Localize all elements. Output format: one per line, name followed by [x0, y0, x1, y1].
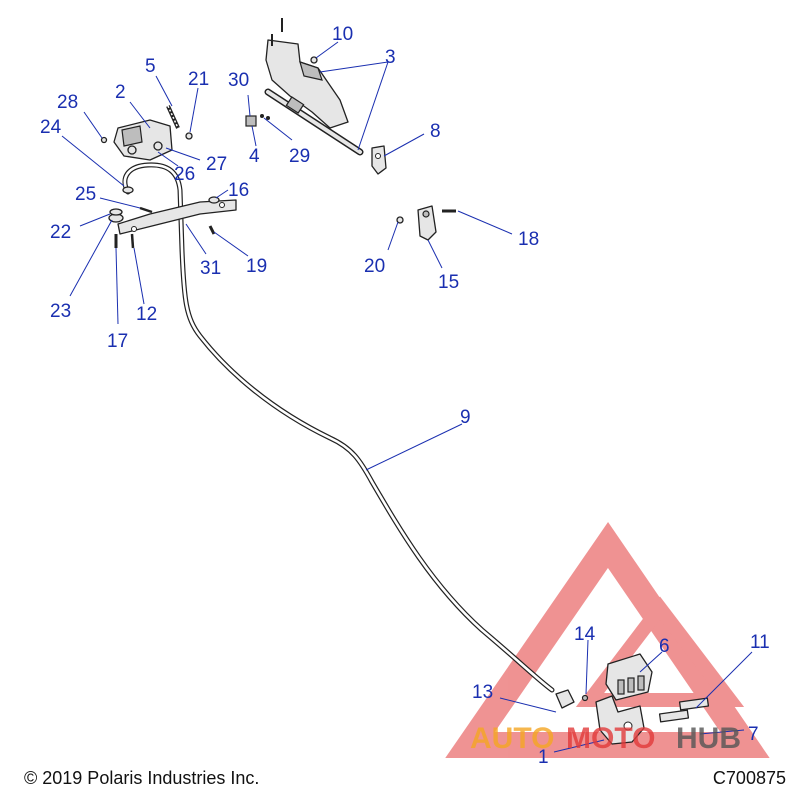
callout-18: 18: [518, 229, 539, 250]
brake-cable: [122, 162, 555, 693]
copyright-notice: © 2019 Polaris Industries Inc.: [24, 768, 260, 788]
callout-20: 20: [364, 256, 385, 277]
callout-9: 9: [460, 407, 471, 428]
callout-3: 3: [385, 47, 396, 68]
callout-29: 29: [289, 146, 310, 167]
clip-30-4: [245, 114, 270, 127]
pedal-bracket: [265, 18, 349, 129]
callout-11: 11: [750, 632, 770, 653]
watermark-moto: MOTO: [566, 722, 655, 755]
leader-lines: [61, 41, 753, 753]
callout-23: 23: [50, 301, 71, 322]
callout-31: 31: [200, 258, 221, 279]
callout-7: 7: [748, 724, 759, 745]
watermark-text: AUTO MOTO HUB: [470, 722, 741, 755]
callout-25: 25: [75, 184, 96, 205]
callout-17: 17: [107, 331, 128, 352]
callout-22: 22: [50, 222, 71, 243]
hardware-left: [108, 186, 220, 249]
callout-28: 28: [57, 92, 78, 113]
watermark-hub: HUB: [676, 722, 741, 755]
callout-19: 19: [246, 256, 267, 277]
pedal-pad-15: [417, 205, 437, 241]
callout-16: 16: [228, 180, 249, 201]
callout-4: 4: [249, 146, 260, 167]
callout-labels: 1 2 3 4 5 6 7 8 9 10 11 12 13 14 15 16 1…: [40, 24, 770, 768]
callout-10: 10: [332, 24, 353, 45]
callout-15: 15: [438, 272, 459, 293]
lever-assembly: [100, 105, 193, 161]
callout-8: 8: [430, 121, 441, 142]
watermark-auto: AUTO: [470, 722, 554, 755]
cable-bracket-31: [117, 199, 237, 235]
callout-27: 27: [206, 154, 227, 175]
callout-21: 21: [188, 69, 209, 90]
callout-2: 2: [115, 82, 126, 103]
callout-13: 13: [472, 682, 493, 703]
callout-1: 1: [538, 747, 549, 768]
callout-24: 24: [40, 117, 62, 138]
callout-12: 12: [136, 304, 157, 325]
callout-5: 5: [145, 56, 156, 77]
diagram-code: C700875: [712, 768, 786, 788]
callout-30: 30: [228, 70, 249, 91]
callout-14: 14: [574, 624, 596, 645]
pedal-shaft: [264, 88, 364, 156]
caliper-assembly: [555, 653, 710, 745]
callout-6: 6: [659, 636, 670, 657]
watermark-logo: [445, 522, 770, 758]
bracket-8: [371, 145, 387, 175]
callout-26: 26: [174, 164, 195, 185]
nut-20: [396, 216, 404, 224]
